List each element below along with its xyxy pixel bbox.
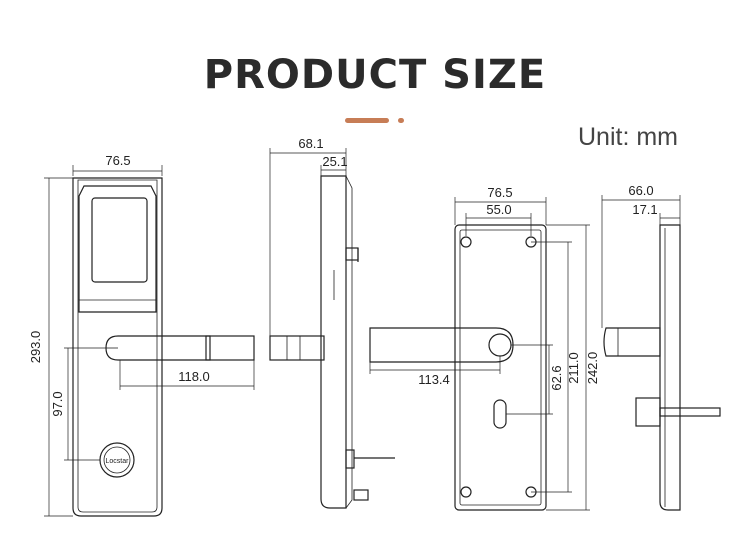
front-view <box>72 177 255 517</box>
label-front-handle-length: 118.0 <box>178 369 210 384</box>
label-back-handle-length: 113.4 <box>418 372 450 387</box>
back-dimension-lines <box>369 197 590 511</box>
card-reader-glass <box>91 197 148 283</box>
side-dimension-lines <box>269 148 347 336</box>
title-underline-dot <box>398 118 404 123</box>
back-screw-bottom-left <box>460 486 472 498</box>
label-front-handle-height: 97.0 <box>50 391 65 416</box>
label-front-height: 293.0 <box>28 331 43 364</box>
side-latch <box>345 449 355 469</box>
label-back-hole-height: 211.0 <box>566 352 581 384</box>
side-plate-edge <box>345 175 353 509</box>
side2-lock-body <box>635 397 661 427</box>
label-side-depth: 68.1 <box>298 136 323 151</box>
front-plate-inner <box>77 179 158 513</box>
label-side2-body-depth: 17.1 <box>632 202 657 217</box>
front-handle-tip <box>205 335 255 361</box>
back-plate-inner <box>459 229 542 506</box>
key-cylinder-inner <box>103 446 131 474</box>
side-bolt <box>353 489 369 501</box>
card-reader-window <box>78 185 157 313</box>
back-handle <box>369 327 514 363</box>
label-back-hole-spacing: 55.0 <box>486 202 511 217</box>
side-handle <box>269 335 325 361</box>
side-plate-outline <box>320 175 347 509</box>
back-view <box>369 224 547 511</box>
label-back-width: 76.5 <box>487 185 512 200</box>
label-back-plate-height: 242.0 <box>585 352 600 385</box>
page-title: PRODUCT SIZE <box>203 52 547 98</box>
side2-handle <box>603 327 661 357</box>
front-handle <box>105 335 211 361</box>
brand-logo: Locstar <box>106 458 130 465</box>
back-handle-hub <box>488 333 512 357</box>
back-screw-top-left <box>460 236 472 248</box>
back-plate-outline <box>454 224 547 511</box>
label-side2-depth: 66.0 <box>628 183 653 198</box>
side-view <box>269 175 395 509</box>
unit-label: Unit: mm <box>578 123 678 151</box>
label-side-body-depth: 25.1 <box>322 154 347 169</box>
back-key-slot <box>493 399 507 429</box>
front-plate-outline <box>72 177 163 517</box>
side2-dimension-lines <box>601 195 681 328</box>
label-front-width: 76.5 <box>105 153 130 168</box>
front-dimension-lines <box>44 165 255 517</box>
title-underline-bar <box>345 118 389 123</box>
side2-latch-bar <box>659 407 721 417</box>
side-view-2 <box>603 224 721 511</box>
side2-plate-outline <box>659 224 681 511</box>
label-back-slot-height: 62.6 <box>549 365 564 390</box>
